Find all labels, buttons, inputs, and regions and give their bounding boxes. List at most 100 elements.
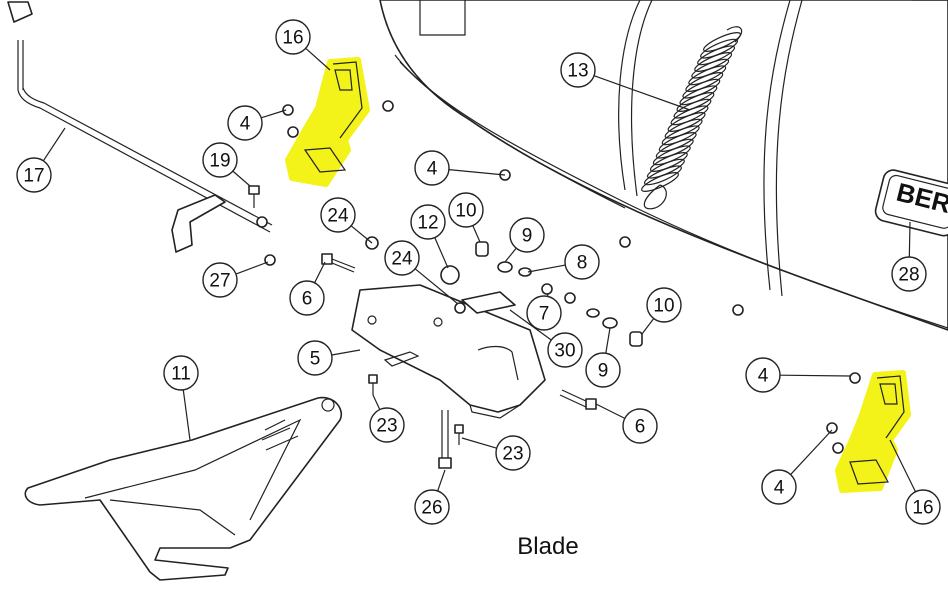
callout-17: 17: [16, 127, 66, 193]
callout-circle: [414, 489, 450, 525]
callout-23: 23: [369, 394, 405, 443]
callout-circle: [384, 240, 420, 276]
callout-number: 5: [310, 349, 321, 370]
callout-6: 6: [289, 261, 326, 316]
callout-circle: [227, 105, 263, 141]
callout-26: 26: [414, 469, 450, 525]
callout-number: 16: [282, 28, 303, 49]
callout-4: 4: [745, 357, 851, 393]
callout-circle: [16, 157, 52, 193]
callout-number: 6: [302, 289, 313, 310]
callout-leader: [372, 394, 381, 410]
a-frame-11: [24, 396, 342, 581]
diagram-caption: Blade: [517, 533, 578, 560]
callout-leader: [889, 439, 917, 493]
callout-10: 10: [448, 192, 484, 243]
callout-leader: [509, 309, 552, 341]
callout-leader: [305, 47, 331, 71]
callout-16: 16: [889, 439, 941, 525]
callout-circle: [891, 256, 927, 292]
callout-number: 10: [455, 201, 476, 222]
callout-leader: [472, 225, 481, 243]
plow-blade: BER: [379, 0, 948, 331]
callout-30: 30: [509, 309, 583, 368]
callout-number: 8: [577, 253, 588, 274]
callout-8: 8: [527, 244, 600, 280]
callout-9: 9: [585, 327, 621, 388]
callout-circle: [495, 435, 531, 471]
callout-circle: [560, 52, 596, 88]
callout-7: 7: [526, 293, 562, 331]
callout-16: 16: [275, 19, 331, 71]
callout-6: 6: [595, 403, 658, 444]
callout-24: 24: [384, 240, 459, 305]
callout-leader: [182, 389, 191, 441]
callout-leader: [331, 349, 361, 356]
callout-leader: [593, 75, 691, 111]
callout-number: 24: [391, 249, 413, 270]
spring-13: [641, 26, 743, 210]
callout-24: 24: [320, 197, 373, 244]
callout-circle: [369, 407, 405, 443]
callout-circle: [761, 469, 797, 505]
callout-leader: [414, 268, 459, 305]
deflector-16-upper: [285, 57, 370, 187]
callout-10: 10: [641, 287, 682, 335]
callout-circle: [745, 357, 781, 393]
callout-number: 6: [635, 417, 646, 438]
callout-leader: [232, 170, 251, 187]
callout-9: 9: [504, 217, 545, 263]
callout-4: 4: [414, 150, 506, 186]
callout-number: 12: [417, 213, 438, 234]
callout-leader: [448, 169, 506, 176]
callout-number: 4: [240, 114, 251, 135]
callout-circle: [526, 295, 562, 331]
callout-number: 4: [427, 159, 438, 180]
callout-number: 10: [653, 296, 674, 317]
callout-circle: [320, 197, 356, 233]
callout-circle: [275, 19, 311, 55]
callout-leader: [605, 327, 611, 354]
callout-number: 7: [539, 304, 550, 325]
callout-circle: [905, 489, 941, 525]
callout-leader: [908, 221, 911, 258]
callout-11: 11: [163, 355, 199, 441]
callout-number: 23: [376, 416, 397, 437]
callout-5: 5: [297, 340, 361, 376]
callout-4: 4: [761, 429, 833, 505]
callout-13: 13: [560, 52, 691, 111]
callout-23: 23: [461, 435, 531, 471]
mount-plate-5: [351, 284, 546, 419]
callout-leader: [261, 109, 287, 119]
callout-number: 23: [502, 444, 523, 465]
callout-circle: [585, 352, 621, 388]
pad-30: [461, 291, 516, 314]
callout-leader: [235, 261, 269, 275]
callout-circle: [509, 217, 545, 253]
callout-number: 28: [898, 265, 919, 286]
callout-circle: [202, 262, 238, 298]
callout-19: 19: [202, 142, 251, 187]
callout-number: 13: [567, 61, 588, 82]
callout-leader: [461, 437, 497, 449]
callout-leader: [595, 403, 626, 419]
callout-circle: [622, 408, 658, 444]
callout-number: 11: [171, 364, 191, 385]
spring-coil: [643, 165, 682, 186]
callout-number: 16: [912, 498, 933, 519]
callout-number: 9: [522, 226, 533, 247]
callout-number: 30: [554, 341, 575, 362]
callout-4: 4: [227, 105, 287, 141]
callout-number: 4: [774, 478, 785, 499]
callout-leader: [350, 225, 373, 244]
callout-number: 4: [758, 366, 769, 387]
callout-leader: [527, 264, 566, 273]
callout-leader: [779, 374, 851, 377]
callout-circle: [297, 340, 333, 376]
callout-12: 12: [410, 204, 449, 269]
callout-number: 17: [23, 166, 44, 187]
callout-circle: [646, 287, 682, 323]
callout-leader: [641, 318, 655, 335]
callout-circle: [414, 150, 450, 186]
